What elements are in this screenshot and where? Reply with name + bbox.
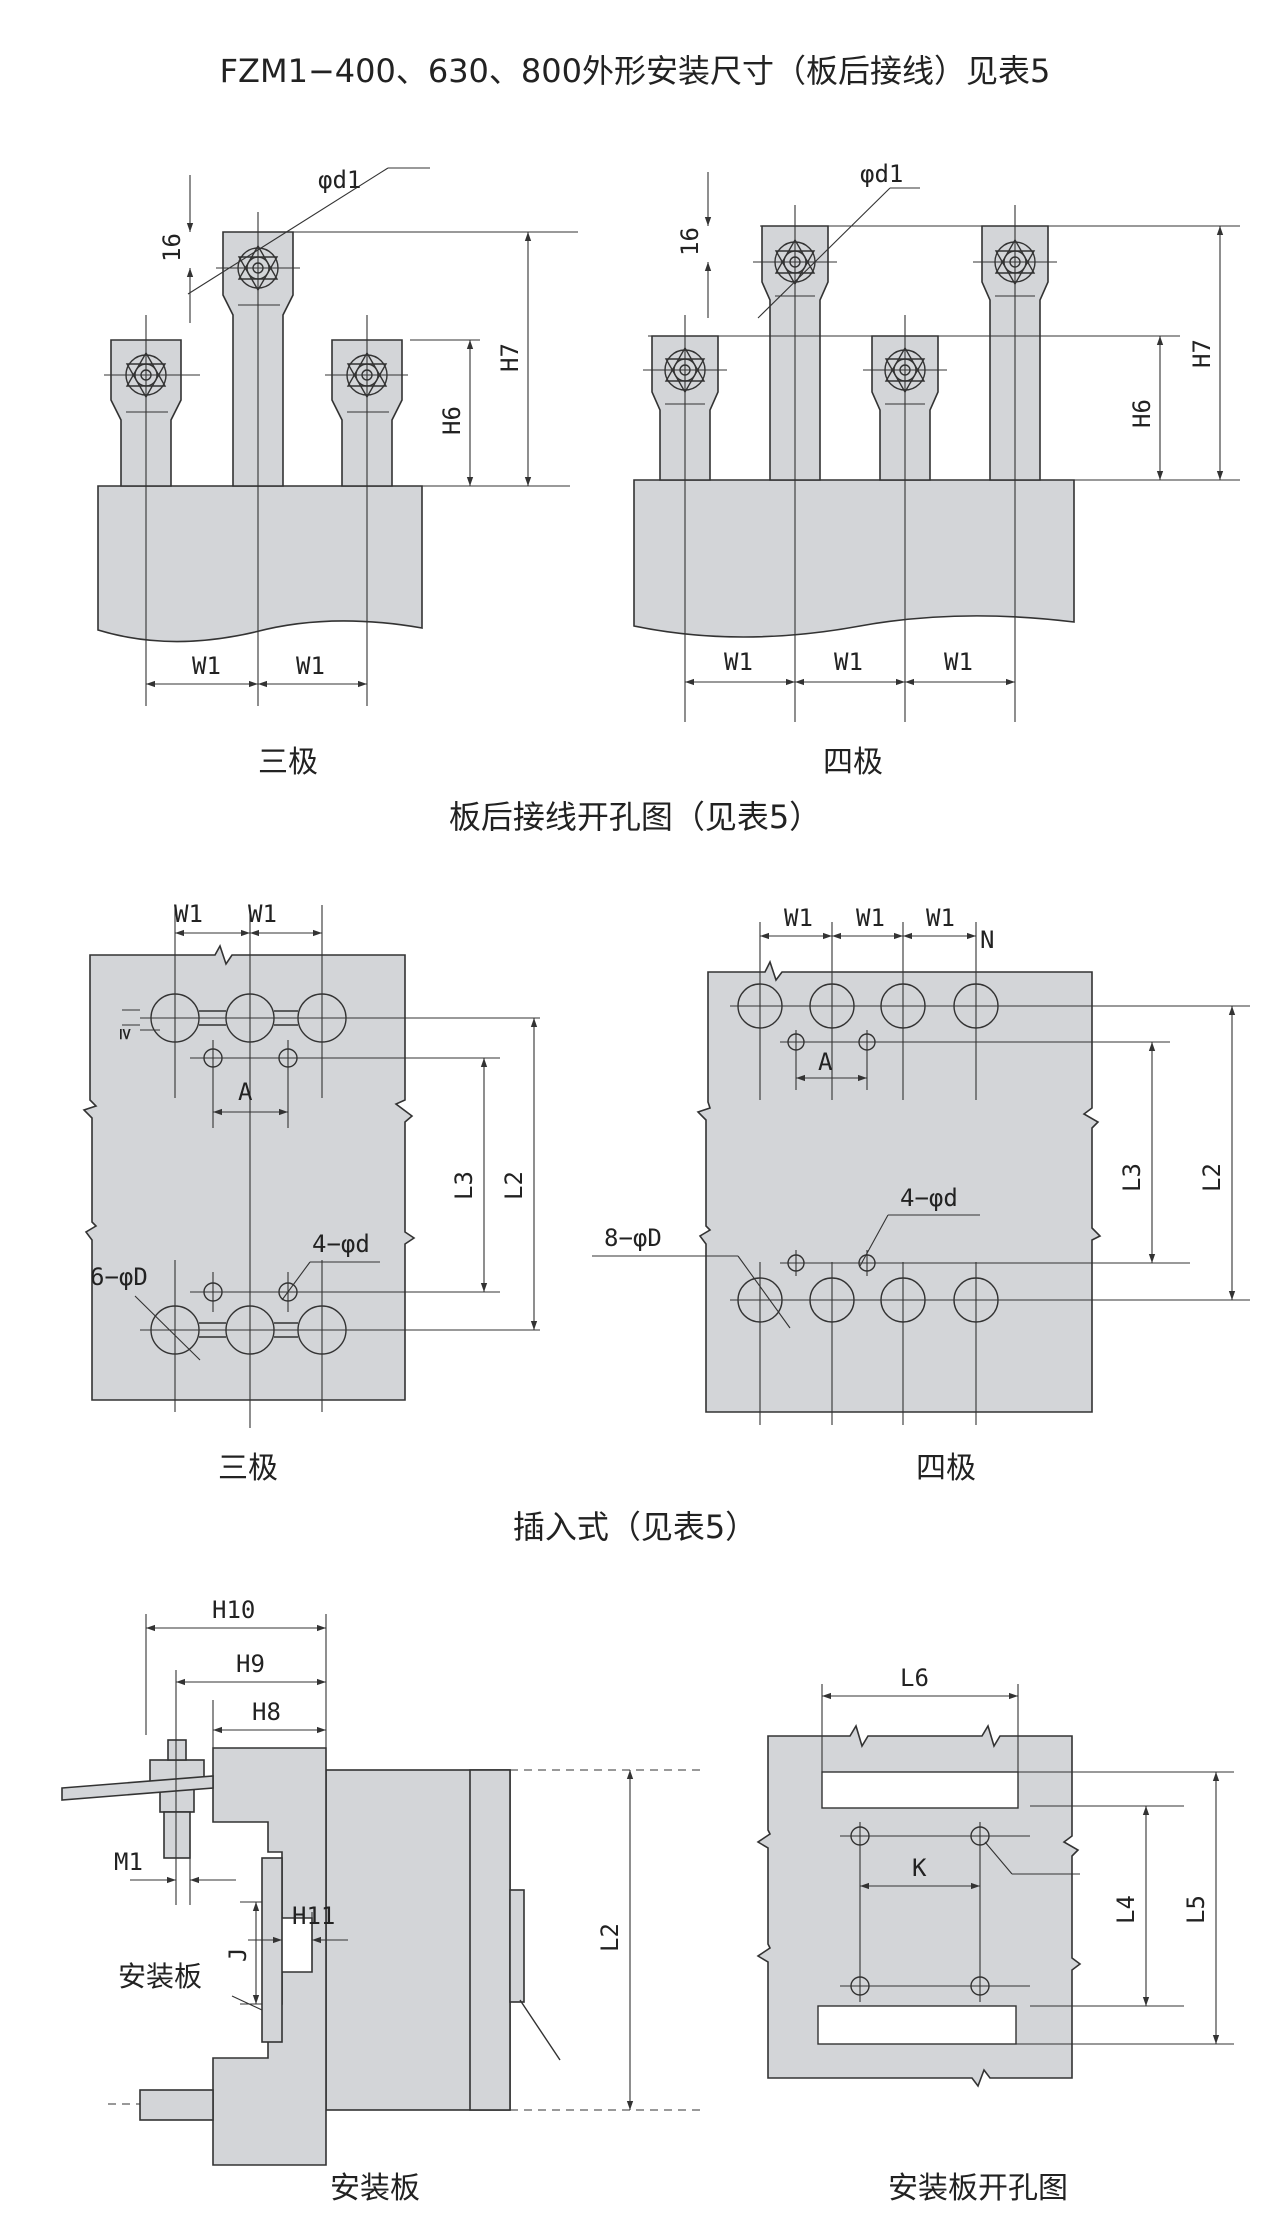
label-W1: W1	[192, 652, 221, 680]
label-mounting-plate: 安装板	[118, 1960, 202, 1993]
label-L3: L3	[450, 1171, 478, 1200]
label-4-phi-d: 4−φd	[312, 1230, 370, 1258]
label-H7: H7	[1188, 339, 1216, 368]
label-N: N	[980, 926, 994, 954]
mounting-plate-cutout-view: L6 K L4 L5	[756, 1664, 1234, 2088]
label-H9: H9	[236, 1650, 265, 1678]
page-title: FZM1−400、630、800外形安装尺寸（板后接线）见表5	[220, 52, 1051, 90]
four-pole-cutout-view: W1 W1 W1 N A L3 L2 8−φD 4−φd	[592, 904, 1250, 1425]
label-H6: H6	[1128, 399, 1156, 428]
label-8-phi-D: 8−φD	[604, 1224, 662, 1252]
section-title-rear-cutout: 板后接线开孔图（见表5）	[449, 798, 821, 836]
label-L5: L5	[1182, 1895, 1210, 1924]
label-H11: H11	[292, 1902, 335, 1930]
caption-four-pole-cutout: 四极	[916, 1451, 976, 1486]
label-L4: L4	[1112, 1895, 1140, 1924]
label-6-phi-D: 6−φD	[90, 1263, 148, 1291]
label-K: K	[912, 1854, 927, 1882]
label-L2: L2	[596, 1923, 624, 1952]
label-A: A	[238, 1078, 253, 1106]
mounting-plate-side-view: H10 H9 H8 H11 M1 J L2 安装板	[61, 1596, 700, 2166]
three-pole-rear-wiring-view: φd1 16 H6 H7 W1 W1	[97, 166, 578, 706]
label-phi-d1: φd1	[318, 166, 361, 194]
label-L6: L6	[900, 1664, 929, 1692]
label-J: J	[224, 1948, 252, 1962]
label-H7: H7	[496, 343, 524, 372]
section-title-plugin: 插入式（见表5）	[513, 1508, 757, 1546]
label-4-phi-d: 4−φd	[900, 1184, 958, 1212]
label-W1: W1	[926, 904, 955, 932]
label-M1: M1	[114, 1848, 143, 1876]
label-W1: W1	[834, 648, 863, 676]
label-W1: W1	[248, 900, 277, 928]
label-W1: W1	[296, 652, 325, 680]
label-L2: L2	[500, 1171, 528, 1200]
caption-mounting-plate-cutout: 安装板开孔图	[888, 2171, 1068, 2206]
label-W1: W1	[856, 904, 885, 932]
label-ge-mark: ≥	[115, 1028, 139, 1040]
label-A: A	[818, 1048, 833, 1076]
four-pole-rear-wiring-view: φd1 16 H6 H7 W1 W1 W1	[633, 160, 1240, 722]
label-16: 16	[676, 227, 704, 256]
caption-mounting-plate: 安装板	[330, 2171, 420, 2206]
label-W1: W1	[174, 900, 203, 928]
caption-three-pole: 三极	[258, 745, 318, 780]
label-H6: H6	[438, 406, 466, 435]
label-W1: W1	[724, 648, 753, 676]
label-16: 16	[158, 233, 186, 262]
label-L3: L3	[1118, 1163, 1146, 1192]
label-H8: H8	[252, 1698, 281, 1726]
label-W1: W1	[784, 904, 813, 932]
three-pole-cutout-view: W1 W1 A L3 L2 6−φD 4−φd ≥	[82, 900, 540, 1428]
label-W1: W1	[944, 648, 973, 676]
label-H10: H10	[212, 1596, 255, 1624]
caption-four-pole: 四极	[823, 745, 883, 780]
caption-three-pole-cutout: 三极	[218, 1451, 278, 1486]
label-phi-d1: φd1	[860, 160, 903, 188]
label-L2: L2	[1198, 1163, 1226, 1192]
